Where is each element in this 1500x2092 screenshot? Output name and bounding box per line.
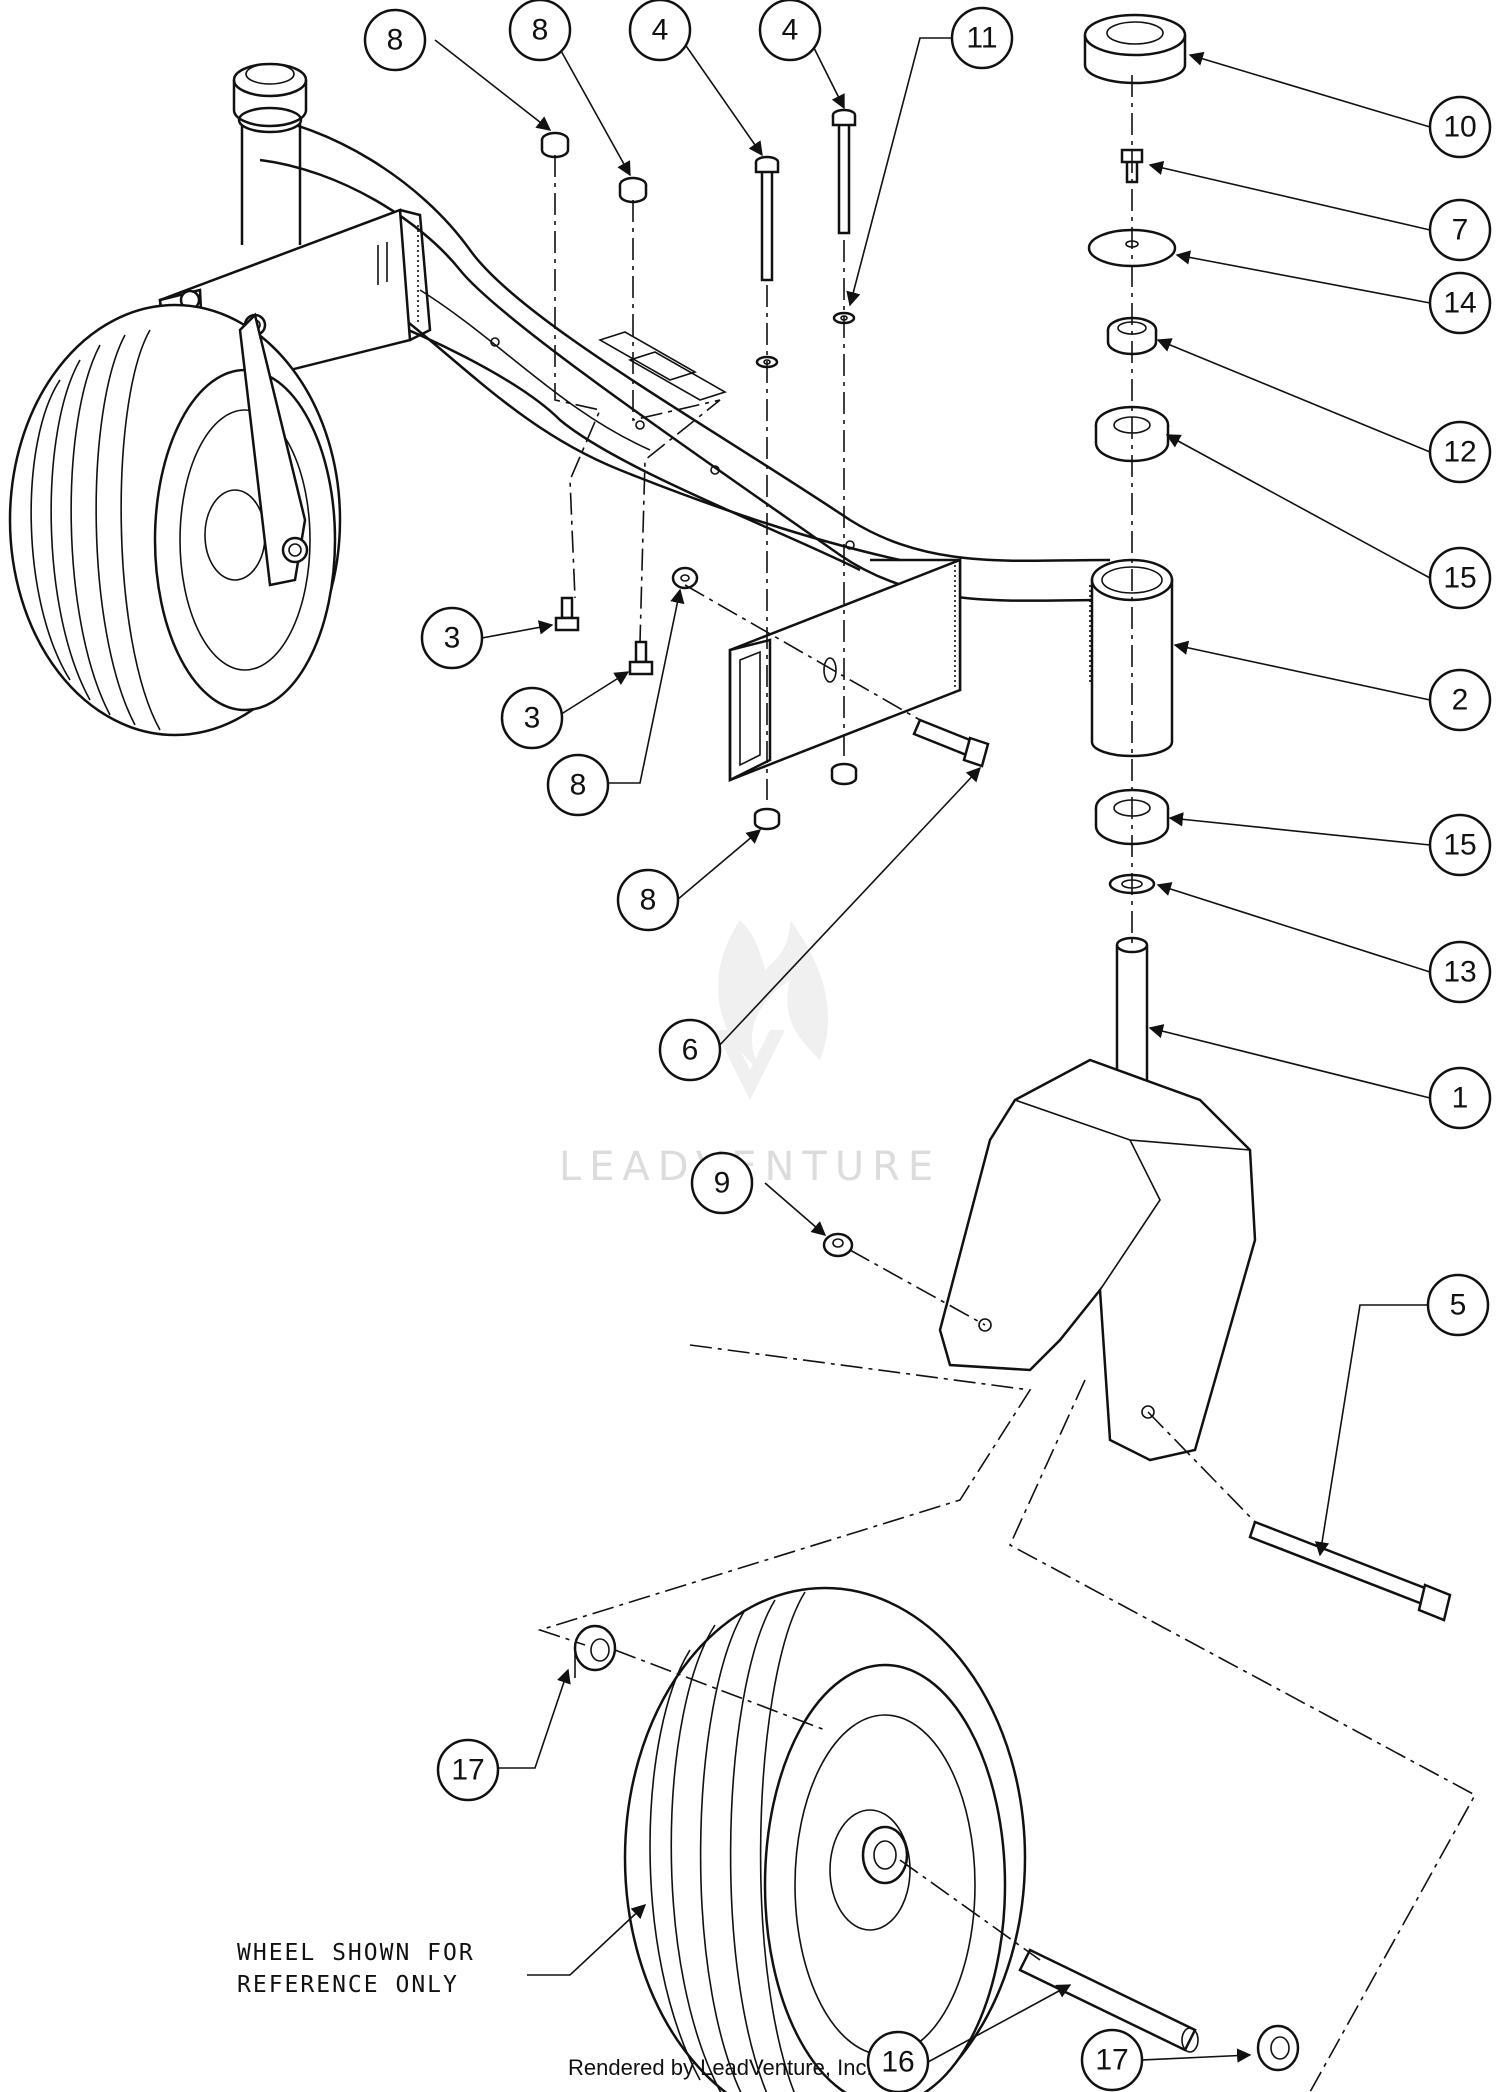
callout-11: 11 — [950, 6, 1014, 70]
svg-text:3: 3 — [444, 622, 461, 655]
svg-text:12: 12 — [1443, 436, 1476, 469]
svg-text:2: 2 — [1452, 684, 1469, 717]
callout-8: 8 — [546, 753, 610, 817]
callout-17: 17 — [1080, 2028, 1144, 2092]
callout-1: 1 — [1428, 1066, 1492, 1130]
callout-12: 12 — [1428, 420, 1492, 484]
callout-6: 6 — [658, 1018, 722, 1082]
callout-3: 3 — [420, 606, 484, 670]
svg-text:15: 15 — [1443, 829, 1476, 862]
svg-text:8: 8 — [387, 24, 404, 57]
svg-text:4: 4 — [652, 14, 669, 47]
svg-text:8: 8 — [532, 14, 549, 47]
callout-17: 17 — [436, 1738, 500, 1802]
watermark-logo — [715, 920, 829, 1100]
callout-15: 15 — [1428, 546, 1492, 610]
callout-13: 13 — [1428, 940, 1492, 1004]
callout-4: 4 — [758, 0, 822, 62]
svg-text:9: 9 — [714, 1167, 731, 1200]
left-wheel — [8, 303, 342, 737]
svg-text:11: 11 — [966, 22, 997, 55]
svg-text:6: 6 — [682, 1034, 699, 1067]
callout-7: 7 — [1428, 198, 1492, 262]
svg-text:4: 4 — [782, 14, 799, 47]
callout-8: 8 — [363, 8, 427, 72]
svg-text:8: 8 — [640, 884, 657, 917]
svg-text:8: 8 — [570, 769, 587, 802]
callouts: 8 8 4 4 11 10 7 14 12 15 2 15 13 1 3 3 8… — [363, 0, 1492, 2092]
svg-text:7: 7 — [1452, 214, 1469, 247]
callout-8: 8 — [616, 868, 680, 932]
svg-text:16: 16 — [881, 2046, 914, 2079]
callout-10: 10 — [1428, 95, 1492, 159]
reference-note-line2: REFERENCE ONLY — [237, 1972, 459, 1998]
svg-text:17: 17 — [451, 1754, 484, 1787]
svg-text:15: 15 — [1443, 562, 1476, 595]
leader-lines — [434, 29, 1431, 2063]
callout-3: 3 — [500, 686, 564, 750]
callout-4: 4 — [628, 0, 692, 62]
hardware-parts — [540, 13, 1452, 2072]
callout-8: 8 — [508, 0, 572, 62]
svg-text:14: 14 — [1443, 287, 1476, 320]
svg-text:1: 1 — [1452, 1082, 1469, 1115]
callout-14: 14 — [1428, 271, 1492, 335]
callout-2: 2 — [1428, 668, 1492, 732]
callout-15: 15 — [1428, 813, 1492, 877]
callout-9: 9 — [690, 1151, 754, 1215]
svg-text:13: 13 — [1443, 956, 1476, 989]
caster-frame — [158, 62, 1174, 783]
callout-16: 16 — [866, 2030, 930, 2092]
rendered-by-footer: Rendered by LeadVenture, Inc. — [568, 2055, 873, 2080]
callout-5: 5 — [1426, 1273, 1490, 1337]
svg-text:3: 3 — [524, 702, 541, 735]
lower-wheel — [623, 1586, 1027, 2092]
assembly-lines — [537, 75, 1477, 2092]
svg-text:17: 17 — [1095, 2044, 1128, 2077]
reference-note-line1: WHEEL SHOWN FOR — [237, 1940, 475, 1966]
svg-text:10: 10 — [1443, 111, 1476, 144]
svg-text:5: 5 — [1450, 1289, 1467, 1322]
